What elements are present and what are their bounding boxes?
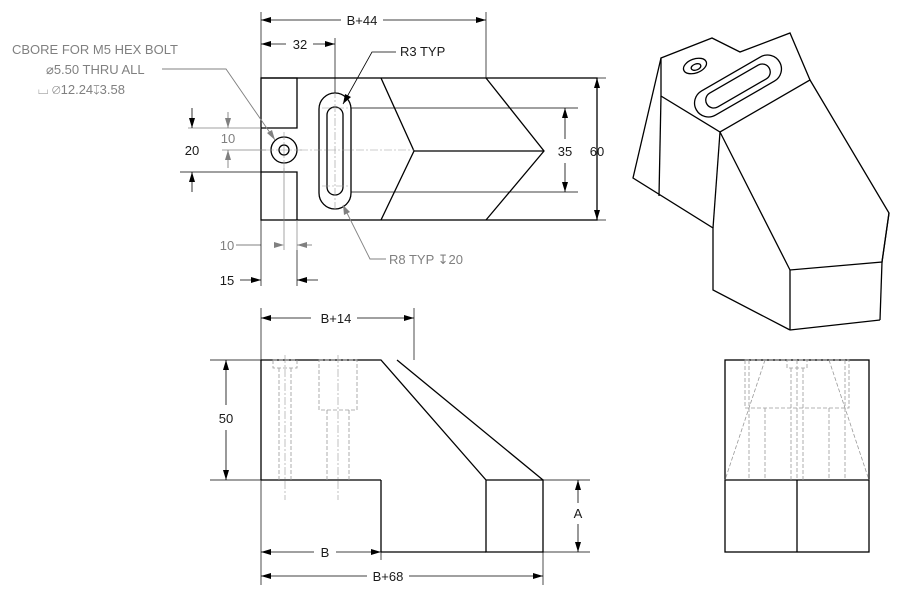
callout-cbore-line1: CBORE FOR M5 HEX BOLT (12, 42, 178, 57)
callout-cbore-line2: ⌀5.50 THRU ALL (46, 62, 145, 77)
dim-15-label: 15 (220, 273, 234, 288)
top-view-dimensions: B+44 32 R3 TYP CBORE FOR M5 HEX BOLT ⌀5.… (12, 12, 606, 288)
dim-10-hole: 10 (221, 131, 235, 146)
dim-b14-label: B+14 (321, 311, 352, 326)
dim-b44-label: B+44 (347, 13, 378, 28)
dim-35-label: 35 (558, 144, 572, 159)
side-view (724, 359, 870, 553)
dim-50-label: 50 (219, 411, 233, 426)
dim-a-label: A (574, 506, 583, 521)
front-view-dimensions: B+14 50 A B B+68 (210, 308, 590, 585)
callout-r8: R8 TYP ↧20 (389, 252, 463, 267)
callout-r3: R3 TYP (400, 44, 445, 59)
isometric-view (632, 32, 890, 331)
dim-32-label: 32 (293, 37, 307, 52)
callout-cbore-line3: ⌴ ⌀12.24↧3.58 (38, 82, 125, 97)
dim-60-label: 60 (590, 144, 604, 159)
dim-10-bottom: 10 (220, 238, 234, 253)
dim-20-label: 20 (185, 143, 199, 158)
front-view (260, 355, 544, 553)
dim-b-label: B (321, 545, 330, 560)
top-view (260, 77, 598, 221)
dim-b68-label: B+68 (373, 569, 404, 584)
